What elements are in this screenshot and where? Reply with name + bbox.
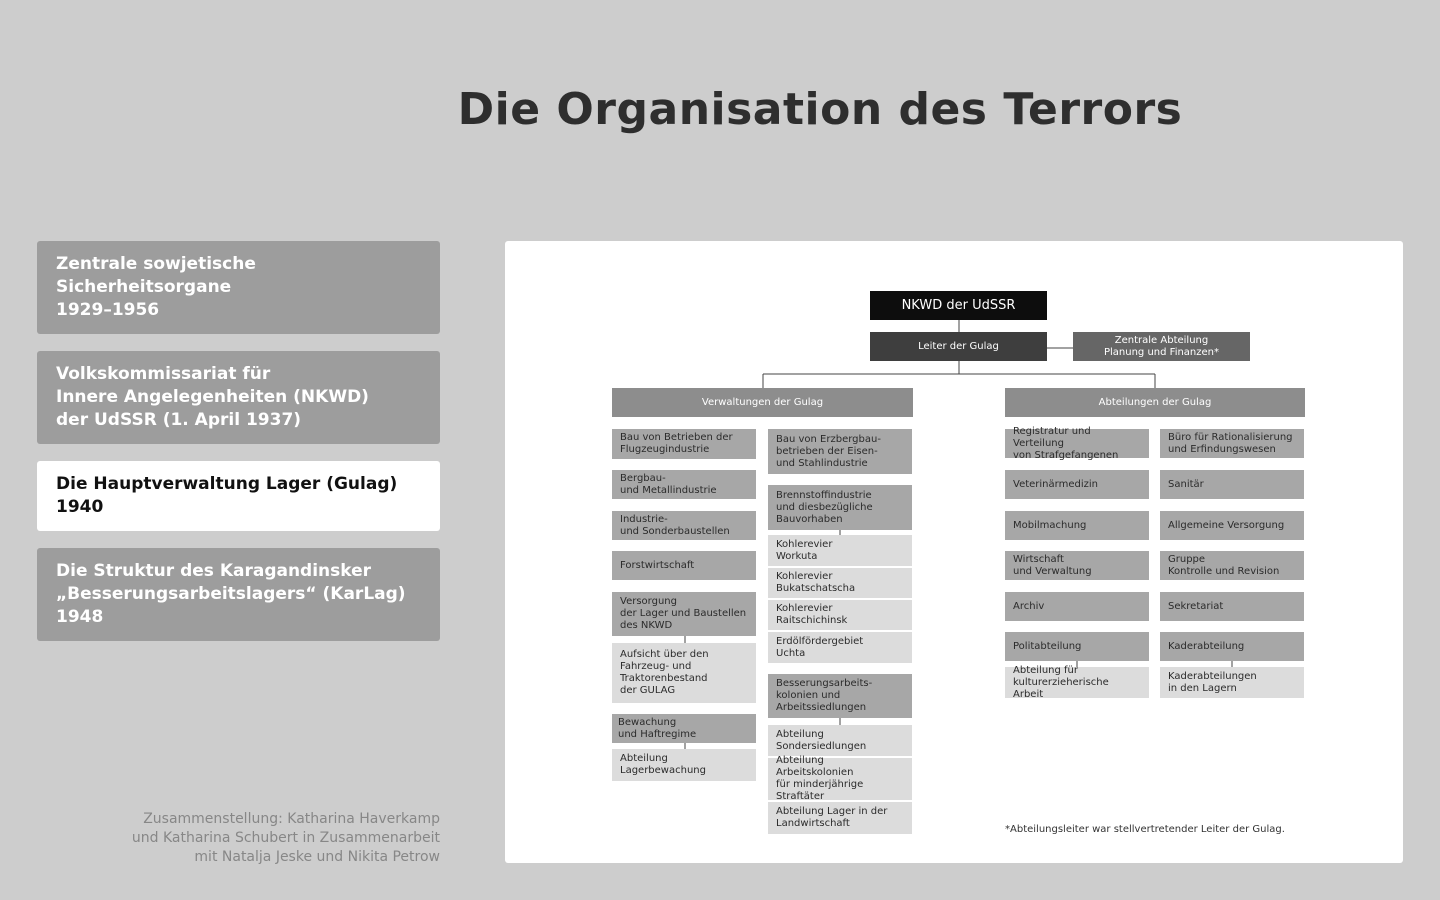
org-chart-panel: NKWD der UdSSR Leiter der Gulag Zentrale… xyxy=(505,241,1403,863)
node-col4: Sanitär xyxy=(1160,470,1304,499)
node-planning-finance: Zentrale Abteilung Planung und Finanzen* xyxy=(1073,332,1250,361)
nav-item-nkwd[interactable]: Volkskommissariat für Innere Angelegenhe… xyxy=(37,351,440,444)
node-col4: Sekretariat xyxy=(1160,592,1304,621)
node-col1: Forstwirtschaft xyxy=(612,551,756,580)
node-col2: Besserungsarbeits- kolonien und Arbeitss… xyxy=(768,674,912,718)
node-col3: Registratur und Verteilung von Strafgefa… xyxy=(1005,426,1149,461)
node-col2: Bau von Erzbergbau- betrieben der Eisen-… xyxy=(768,429,912,474)
footnote: *Abteilungsleiter war stellvertretender … xyxy=(1005,824,1285,835)
node-col3: Archiv xyxy=(1005,592,1149,621)
node-col1: Bau von Betrieben der Flugzeugindustrie xyxy=(612,429,756,459)
node-gulag-head: Leiter der Gulag xyxy=(870,332,1047,361)
node-nkwd: NKWD der UdSSR xyxy=(870,291,1047,320)
node-col4: Büro für Rationalisierung und Erfindungs… xyxy=(1160,429,1304,458)
node-col2-sub: Kohlerevier Workuta xyxy=(768,535,912,566)
node-col2-sub: Kohlerevier Raitschichinsk xyxy=(768,600,912,630)
node-col1-sub: Abteilung Lagerbewachung xyxy=(612,749,756,781)
node-col1-sub: Aufsicht über den Fahrzeug- und Traktore… xyxy=(612,643,756,703)
connector-lines xyxy=(684,320,1233,749)
credits: Zusammenstellung: Katharina Haverkamp un… xyxy=(131,811,440,865)
node-col4: Gruppe Kontrolle und Revision xyxy=(1160,551,1304,580)
node-col3-sub: Abteilung für kulturerzieherische Arbeit xyxy=(1005,665,1149,700)
node-col2-sub: Kohlerevier Bukatschatscha xyxy=(768,568,912,598)
topic-nav: Zentrale sowjetische Sicherheitsorgane 1… xyxy=(37,241,440,658)
node-col1: Industrie- und Sonderbaustellen xyxy=(612,511,756,540)
node-col3: Wirtschaft und Verwaltung xyxy=(1005,551,1149,580)
node-col2-sub: Erdölfördergebiet Uchta xyxy=(768,632,912,663)
node-col2: Brennstoffindustrie und diesbezügliche B… xyxy=(768,485,912,530)
node-col3: Mobilmachung xyxy=(1005,511,1149,540)
node-col1: Bergbau- und Metallindustrie xyxy=(612,470,756,499)
header-abteilungen: Abteilungen der Gulag xyxy=(1005,388,1305,417)
node-col3: Politabteilung xyxy=(1005,632,1149,661)
nav-item-gulag-1940[interactable]: Die Hauptverwaltung Lager (Gulag) 1940 xyxy=(37,461,440,531)
node-col4-sub: Kaderabteilungen in den Lagern xyxy=(1160,667,1304,698)
node-col1: Bewachung und Haftregime xyxy=(612,714,756,743)
node-col2-sub: Abteilung Sondersiedlungen xyxy=(768,725,912,756)
header-verwaltungen: Verwaltungen der Gulag xyxy=(612,388,913,417)
node-col2-sub: Abteilung Lager in der Landwirtschaft xyxy=(768,802,912,834)
node-col4: Kaderabteilung xyxy=(1160,632,1304,661)
node-col3: Veterinärmedizin xyxy=(1005,470,1149,499)
nav-item-security-organs[interactable]: Zentrale sowjetische Sicherheitsorgane 1… xyxy=(37,241,440,334)
nav-item-karlag-1948[interactable]: Die Struktur des Karagandinsker „Besseru… xyxy=(37,548,440,641)
node-col4: Allgemeine Versorgung xyxy=(1160,511,1304,540)
node-col1: Versorgung der Lager und Baustellen des … xyxy=(612,592,756,636)
page-title: Die Organisation des Terrors xyxy=(457,84,1183,135)
node-col2-sub: Abteilung Arbeitskolonien für minderjähr… xyxy=(768,755,912,802)
